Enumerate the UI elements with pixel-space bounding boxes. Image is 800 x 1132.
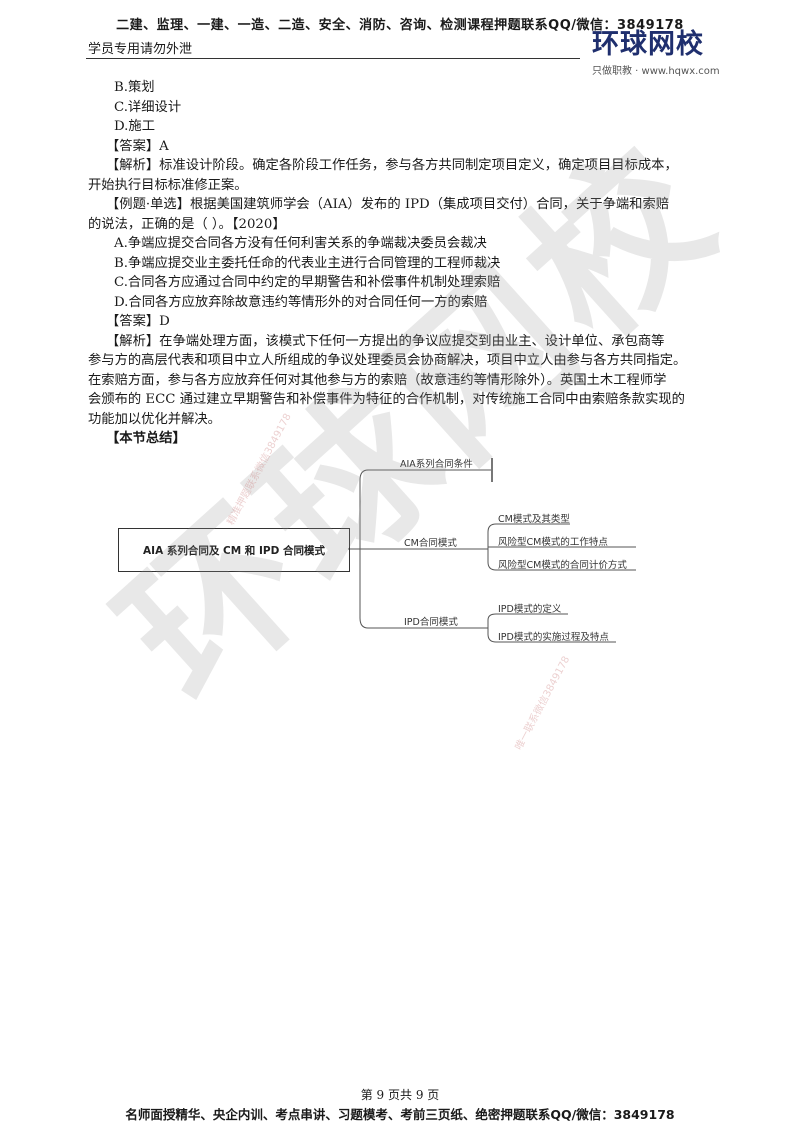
analysis-1-line-2: 开始执行目标标准修正案。 (88, 177, 248, 193)
branch-aia: AIA系列合同条件 (400, 459, 473, 470)
header-note: 学员专用请勿外泄 (88, 42, 193, 57)
footer-banner: 名师面授精华、央企内训、考点串讲、习题模考、考前三页纸、绝密押题联系QQ/微信：… (125, 1107, 675, 1122)
logo-title: 环球网校 (592, 29, 704, 60)
analysis-2-line-5: 功能加以优化并解决。 (88, 411, 221, 427)
header-divider (86, 58, 580, 59)
mind-map-root: AIA 系列合同及 CM 和 IPD 合同模式 (118, 528, 350, 572)
leaf-ipd-definition: IPD模式的定义 (498, 604, 562, 615)
question-line-2: 的说法，正确的是（ ）。【2020】 (88, 216, 286, 232)
mind-map-connectors (348, 458, 636, 643)
analysis-2-line-2: 参与方的高层代表和项目中立人所组成的争议处理委员会协商解决，项目中立人由参与各方… (88, 353, 687, 368)
mind-map: AIA 系列合同及 CM 和 IPD 合同模式 AIA系列合同条件 CM合同模式… (100, 448, 640, 668)
top-banner: 二建、监理、一建、一造、二造、安全、消防、咨询、检测课程押题联系QQ/微信：38… (116, 18, 684, 33)
leaf-cm-pricing: 风险型CM模式的合同计价方式 (498, 560, 627, 571)
question-line-1: 【例题·单选】根据美国建筑师学会（AIA）发布的 IPD（集成项目交付）合同，关… (106, 197, 670, 212)
question-option-b: B.争端应提交业主委托任命的代表业主进行合同管理的工程师裁决 (114, 255, 501, 271)
analysis-2-line-4: 会颁布的 ECC 通过建立早期警告和补偿事件为特征的合作机制，对传统施工合同中由… (88, 392, 685, 407)
question-option-d: D.合同各方应放弃除故意违约等情形外的对合同任何一方的索赔 (114, 294, 488, 310)
logo-tagline: 只做职教 · www.hqwx.com (592, 66, 720, 77)
question-option-c: C.合同各方应通过合同中约定的早期警告和补偿事件机制处理索赔 (114, 275, 501, 290)
analysis-1-line-1: 【解析】标准设计阶段。确定各阶段工作任务，参与各方共同制定项目定义，确定项目目标… (106, 158, 678, 173)
option-d: D.施工 (114, 119, 156, 134)
analysis-2-line-3: 在索赔方面，参与各方应放弃任何对其他参与方的索赔（故意违约等情形除外）。英国土木… (88, 372, 667, 388)
leaf-cm-work-features: 风险型CM模式的工作特点 (498, 537, 608, 548)
page-number: 第 9 页共 9 页 (360, 1088, 440, 1102)
analysis-2-line-1: 【解析】在争端处理方面，该模式下任何一方提出的争议应提交到由业主、设计单位、承包… (106, 333, 665, 349)
option-c: C.详细设计 (114, 99, 182, 115)
leaf-cm-types: CM模式及其类型 (498, 514, 570, 525)
document-body: B.策划 C.详细设计 D.施工 【答案】A 【解析】标准设计阶段。确定各阶段工… (88, 78, 742, 449)
answer-1: 【答案】A (106, 138, 169, 154)
question-option-a: A.争端应提交合同各方没有任何利害关系的争端裁决委员会裁决 (114, 236, 487, 251)
logo: 环球网校 只做职教 · www.hqwx.com (592, 29, 742, 78)
summary-heading: 【本节总结】 (106, 431, 186, 446)
branch-cm: CM合同模式 (404, 538, 457, 549)
option-b: B.策划 (114, 80, 155, 95)
answer-2: 【答案】D (106, 314, 170, 329)
branch-ipd: IPD合同模式 (404, 617, 458, 628)
leaf-ipd-process: IPD模式的实施过程及特点 (498, 632, 609, 643)
